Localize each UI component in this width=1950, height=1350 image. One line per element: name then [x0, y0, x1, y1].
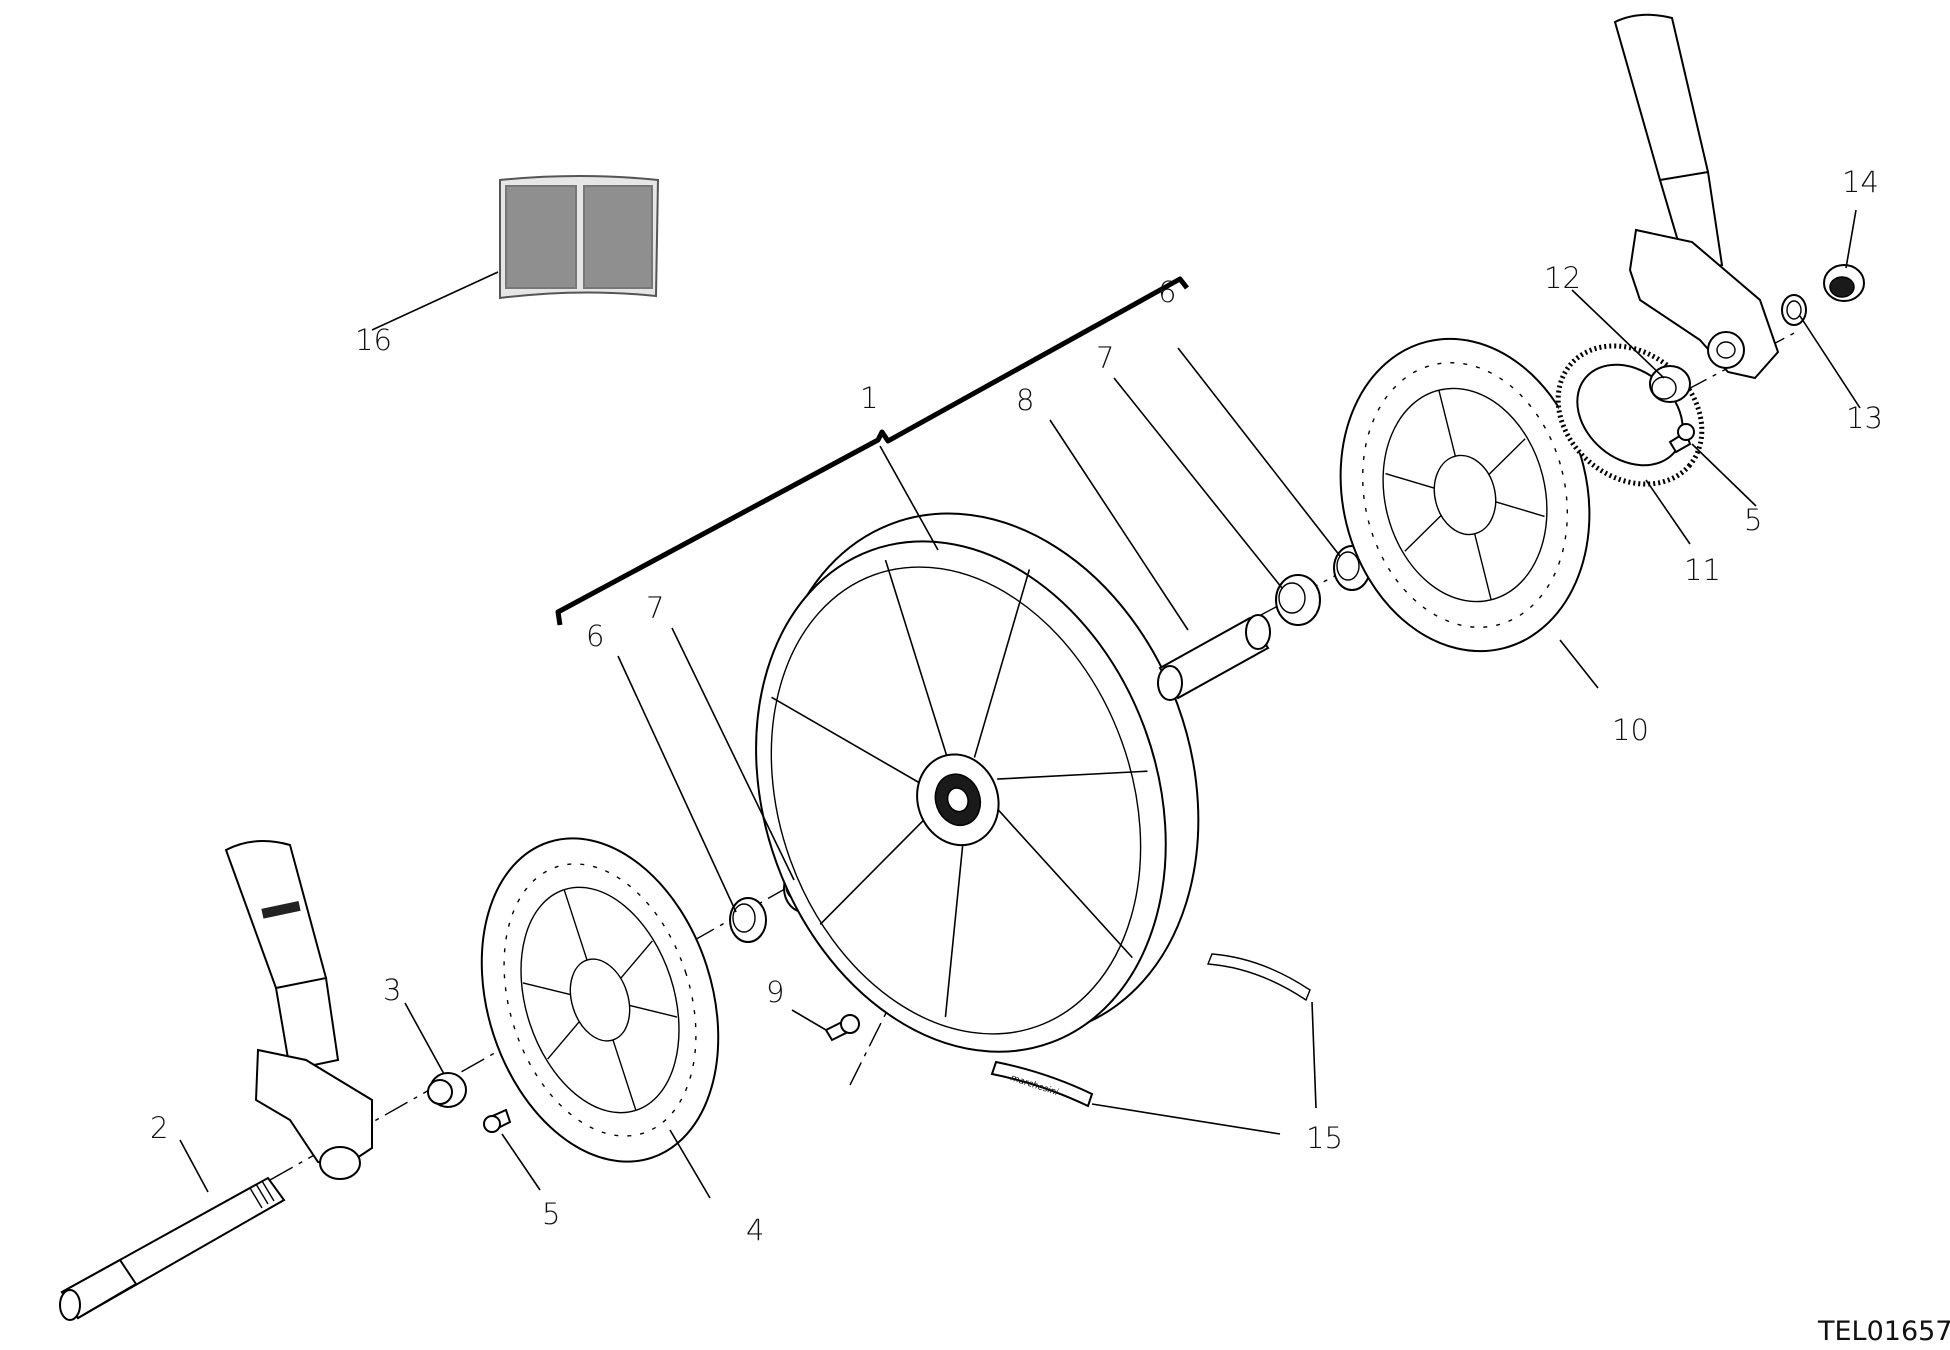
part-4-left-brake-disc — [480, 837, 720, 1163]
callout-1: 1 — [860, 381, 878, 415]
assembly-bracket — [555, 276, 1189, 626]
callout-10: 10 — [1612, 713, 1649, 747]
part-10-right-brake-disc — [1339, 337, 1591, 653]
part-7-bearing-right — [1275, 574, 1321, 626]
part-13-washer — [1781, 294, 1807, 326]
callout-labels: 1 2 3 4 5 5 6 6 7 7 8 9 10 11 12 13 14 1… — [150, 165, 1883, 1247]
left-fork-leg — [224, 840, 373, 1180]
leader-lines — [179, 209, 1861, 1199]
part-1-wheel-rim — [755, 512, 1200, 1053]
callout-8: 8 — [1016, 383, 1034, 417]
part-8-wheel-spacer — [1157, 614, 1271, 701]
callout-4: 4 — [746, 1213, 764, 1247]
part-5-disc-screw-left — [483, 1108, 512, 1133]
callout-9: 9 — [766, 975, 784, 1009]
callout-5-left: 5 — [542, 1197, 560, 1231]
callout-12: 12 — [1544, 261, 1581, 295]
callout-15: 15 — [1306, 1121, 1343, 1155]
part-6-seal-left — [729, 897, 767, 943]
part-9-valve — [824, 1014, 860, 1042]
callout-16: 16 — [355, 323, 392, 357]
callout-2: 2 — [150, 1111, 168, 1145]
callout-5-right: 5 — [1744, 503, 1762, 537]
callout-7-left: 7 — [646, 591, 664, 625]
callout-7-right: 7 — [1096, 341, 1114, 375]
part-2-front-axle — [59, 1176, 286, 1321]
callout-13: 13 — [1846, 401, 1883, 435]
part-3-spacer — [427, 1072, 467, 1108]
part-5-disc-screw-right — [1668, 423, 1695, 454]
right-fork-leg — [1613, 13, 1780, 380]
callout-6-left: 6 — [586, 619, 604, 653]
part-14-axle-nut — [1823, 264, 1865, 302]
callout-11: 11 — [1684, 553, 1721, 587]
callout-6-right: 6 — [1158, 275, 1176, 309]
callout-14: 14 — [1842, 165, 1879, 199]
drawing-code: TEL01657 — [1817, 1316, 1950, 1347]
part-16-decal-sheet — [499, 175, 660, 300]
callout-3: 3 — [383, 973, 401, 1007]
